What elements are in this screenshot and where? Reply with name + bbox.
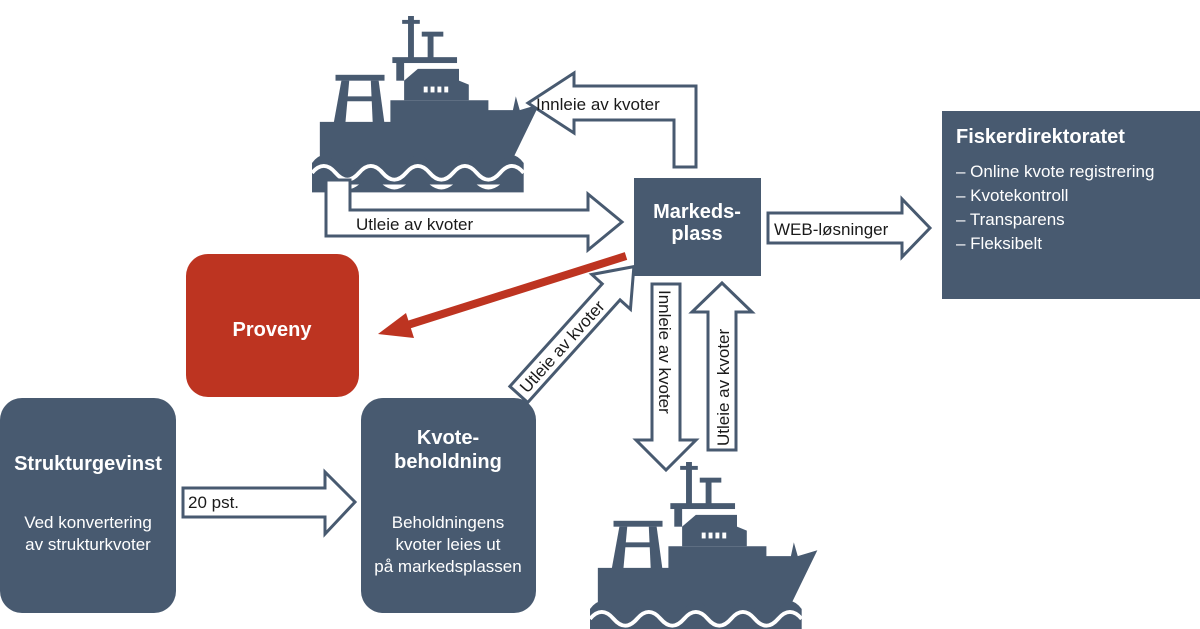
kvotebeholdning-body-line-3: på markedsplassen <box>374 557 521 576</box>
markedsplass-node: Markeds- plass <box>634 178 761 276</box>
markedsplass-title-line-2: plass <box>671 223 722 245</box>
kvotebeholdning-body-line-1: Beholdningens <box>392 513 504 532</box>
arrow-utleie-up: Utleie av kvoter <box>688 280 756 452</box>
bottom-vessel-icon <box>588 462 818 629</box>
arrow-utleie-top-label: Utleie av kvoter <box>356 215 473 234</box>
kvotebeholdning-node: Kvote- beholdning Beholdningens kvoter l… <box>361 398 536 613</box>
arrow-innleie-top: Innleie av kvoter <box>525 70 698 169</box>
fiskerdirektoratet-item-2: – Kvotekontroll <box>956 186 1068 205</box>
markedsplass-title-line-1: Markeds- <box>653 201 741 223</box>
strukturgevinst-body-line-2: av strukturkvoter <box>25 535 151 554</box>
arrow-utleie-up-label: Utleie av kvoter <box>714 329 733 446</box>
fiskerdirektoratet-node: Fiskerdirektoratet – Online kvote regist… <box>942 111 1200 299</box>
arrow-proveny <box>378 252 628 338</box>
fiskerdirektoratet-item-4: – Fleksibelt <box>956 234 1042 253</box>
top-vessel-icon <box>310 16 540 193</box>
arrow-utleie-diagonal-label: Utleie av kvoter <box>516 297 609 397</box>
strukturgevinst-body-line-1: Ved konvertering <box>24 513 152 532</box>
kvotebeholdning-title-line-2: beholdning <box>394 451 502 473</box>
kvotebeholdning-title-line-1: Kvote- <box>417 427 479 449</box>
strukturgevinst-node: Strukturgevinst Ved konvertering av stru… <box>0 398 176 613</box>
arrow-20-pst-label: 20 pst. <box>188 493 239 512</box>
arrow-utleie-top: Utleie av kvoter <box>324 178 625 254</box>
strukturgevinst-title: Strukturgevinst <box>14 453 162 475</box>
proveny-node: Proveny <box>186 254 359 397</box>
arrow-innleie-top-label: Innleie av kvoter <box>536 95 660 114</box>
kvotebeholdning-body-line-2: kvoter leies ut <box>396 535 501 554</box>
fiskerdirektoratet-item-1: – Online kvote registrering <box>956 162 1154 181</box>
arrow-20-pst: 20 pst. <box>181 468 358 538</box>
arrow-web-label: WEB-løsninger <box>774 220 889 239</box>
fiskerdirektoratet-item-3: – Transparens <box>956 210 1065 229</box>
arrow-innleie-down: Innleie av kvoter <box>632 282 700 473</box>
proveny-title: Proveny <box>233 319 313 341</box>
arrow-innleie-down-label: Innleie av kvoter <box>655 290 674 414</box>
fiskerdirektoratet-title: Fiskerdirektoratet <box>956 126 1125 148</box>
arrow-web: WEB-løsninger <box>766 195 933 261</box>
